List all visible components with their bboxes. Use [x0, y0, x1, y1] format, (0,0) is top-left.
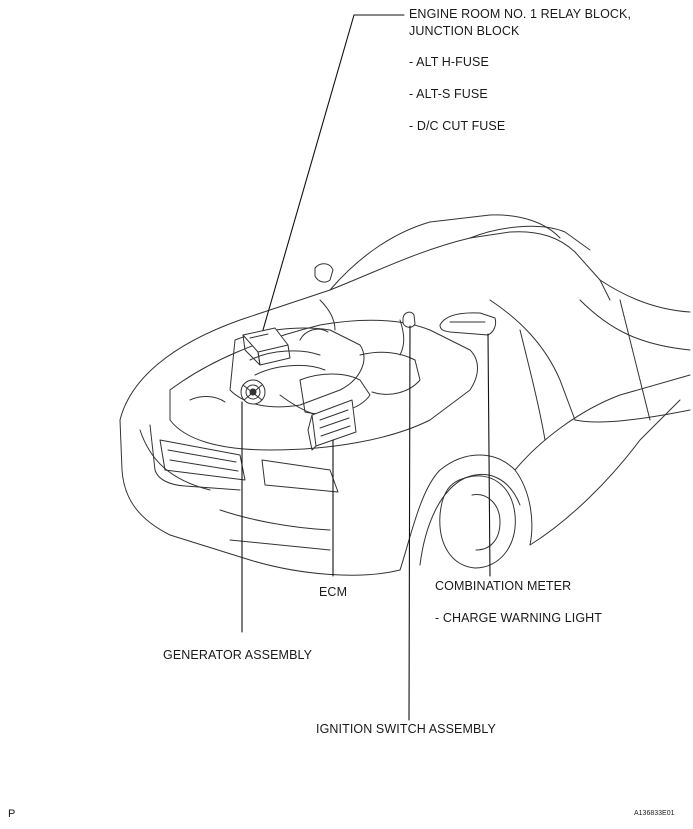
leader-ignition-switch [408, 325, 411, 721]
ignition-switch-assembly-label: IGNITION SWITCH ASSEMBLY [316, 722, 496, 736]
leader-lines [241, 14, 491, 721]
ignition-switch-part [402, 311, 416, 328]
generator-part [240, 379, 266, 405]
leader-relay-block [262, 14, 405, 331]
relay-block-label-line2: JUNCTION BLOCK [409, 24, 520, 38]
leader-combination-meter [487, 333, 491, 577]
page-marker: P [8, 808, 16, 820]
alt-s-fuse-label: - ALT-S FUSE [409, 87, 488, 101]
dc-cut-fuse-label: - D/C CUT FUSE [409, 119, 506, 133]
relay-block-part [242, 327, 291, 366]
combination-meter-label: COMBINATION METER [435, 579, 572, 593]
charge-warning-light-label: - CHARGE WARNING LIGHT [435, 611, 603, 625]
car-outline [119, 214, 691, 576]
figure-code: A136833E01 [634, 810, 675, 817]
generator-assembly-label: GENERATOR ASSEMBLY [163, 648, 313, 662]
alt-h-fuse-label: - ALT H-FUSE [409, 55, 489, 69]
combination-meter-part [439, 312, 497, 336]
ecm-part [307, 399, 357, 451]
ecm-label: ECM [319, 585, 348, 599]
relay-block-label-line1: ENGINE ROOM NO. 1 RELAY BLOCK, [409, 7, 632, 21]
